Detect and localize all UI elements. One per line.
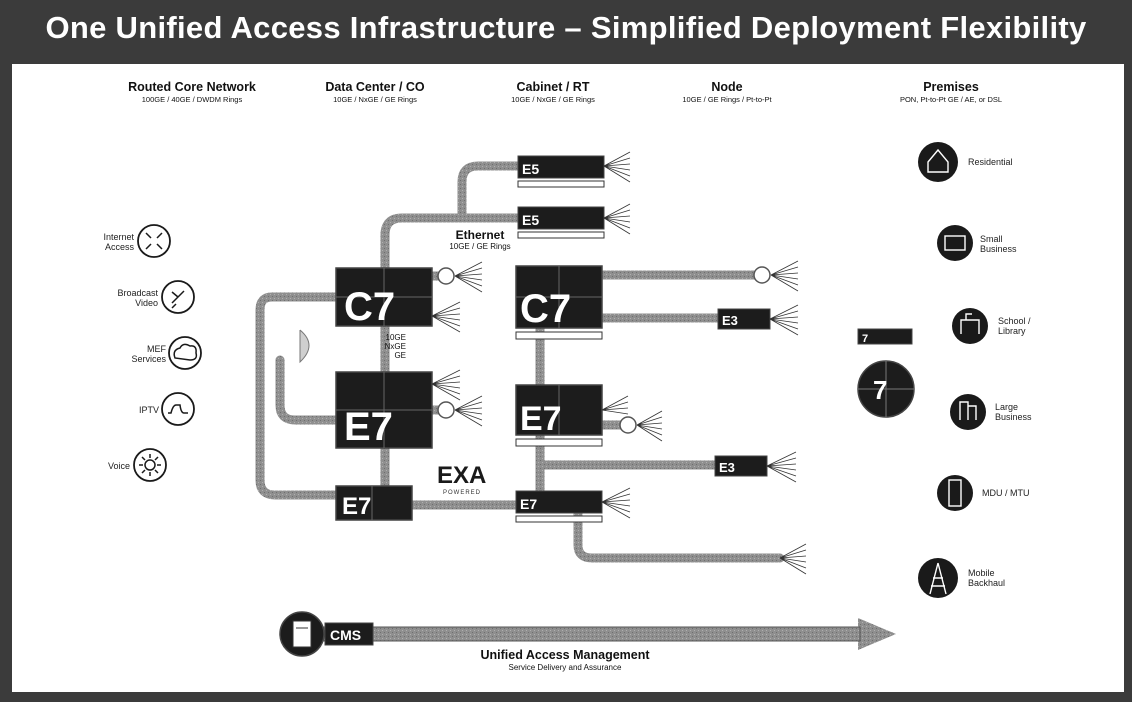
e7-small-datacenter-label: E7 xyxy=(342,493,371,520)
premises-icons xyxy=(918,142,988,598)
c7-cabinet-device xyxy=(515,265,603,340)
school-icon xyxy=(952,308,988,344)
column-heading-node: Node 10GE / GE Rings / Pt-to-Pt xyxy=(652,80,802,104)
exa-logo: EXA POWERED xyxy=(437,462,486,496)
column-heading-datacenter: Data Center / CO 10GE / NxGE / GE Rings xyxy=(300,80,450,104)
management-title: Unified Access Management xyxy=(480,648,650,662)
svg-text:POWERED: POWERED xyxy=(443,490,481,496)
column-subtitle: 10GE / GE Rings / Pt-to-Pt xyxy=(682,95,772,104)
management-arrow xyxy=(299,618,896,650)
premises-label-small-business: Small Business xyxy=(980,234,1017,254)
svg-text:EXA: EXA xyxy=(437,462,486,489)
e7-cabinet-device xyxy=(515,384,603,447)
service-label-mef: MEF Services xyxy=(131,344,166,364)
ethernet-title: Ethernet xyxy=(455,228,505,242)
ethernet-subtitle: 10GE / GE Rings xyxy=(449,242,511,251)
link-to-e5-upper xyxy=(457,161,525,223)
link-speed-label: 10GE NxGE GE xyxy=(346,333,406,360)
column-subtitle: 100GE / 40GE / DWDM Rings xyxy=(141,95,243,104)
column-heading-premises: Premises PON, Pt-to-Pt GE / AE, or DSL xyxy=(866,80,1036,104)
service-label-iptv: IPTV xyxy=(138,405,159,415)
e7-cabinet-label: E7 xyxy=(520,400,562,438)
column-title: Cabinet / RT xyxy=(516,80,590,94)
premises-box-label: 7 xyxy=(862,333,868,345)
voice-icon xyxy=(133,448,167,482)
fiber-fans xyxy=(431,151,807,575)
premises-round-label: 7 xyxy=(873,375,887,405)
e5-upper-label: E5 xyxy=(522,161,539,177)
cms-server-device xyxy=(279,611,374,657)
router-ring-icon xyxy=(299,329,310,364)
link-speed-line: 10GE xyxy=(385,333,406,342)
premises-label-large-business: Large Business xyxy=(995,402,1032,422)
premises-box-device xyxy=(857,328,913,345)
column-heading-core: Routed Core Network 100GE / 40GE / DWDM … xyxy=(92,80,292,104)
link-core-to-e7 xyxy=(275,355,343,425)
ethernet-label: Ethernet 10GE / GE Rings xyxy=(420,228,540,251)
c7-cabinet-label: C7 xyxy=(520,287,571,331)
column-subtitle: 10GE / NxGE / GE Rings xyxy=(333,95,417,104)
column-title: Routed Core Network xyxy=(128,80,256,94)
e5-device-upper xyxy=(517,155,605,188)
e3-upper-label: E3 xyxy=(722,313,738,328)
premises-label-school: School / Library xyxy=(998,316,1031,336)
mef-services-icon xyxy=(168,336,202,370)
column-heading-cabinet: Cabinet / RT 10GE / NxGE / GE Rings xyxy=(478,80,628,104)
c7-datacenter-device xyxy=(335,267,433,327)
column-subtitle: PON, Pt-to-Pt GE / AE, or DSL xyxy=(899,95,1003,104)
column-title: Premises xyxy=(923,80,979,94)
service-label-broadcast: Broadcast Video xyxy=(117,288,158,308)
e3-lower-label: E3 xyxy=(719,460,735,475)
device-labels: C7 E7 E7 E5 E5 C7 E7 E7 E3 E3 7 7 CMS xyxy=(330,161,887,643)
small-business-icon xyxy=(937,225,973,261)
premises-round-device xyxy=(857,360,915,418)
premises-label-residential: Residential xyxy=(968,157,1013,167)
e7-datacenter-device xyxy=(335,371,433,449)
premises-label-mdu: MDU / MTU xyxy=(982,488,1030,498)
c7-datacenter-label: C7 xyxy=(344,285,395,329)
e5-device-lower xyxy=(517,206,605,239)
column-title: Node xyxy=(711,80,743,94)
link-core-loop xyxy=(255,292,343,500)
cms-label: CMS xyxy=(330,627,361,643)
pon-splitters xyxy=(437,266,771,434)
diagram-title: One Unified Access Infrastructure – Simp… xyxy=(45,10,1087,45)
iptv-icon xyxy=(161,392,195,426)
residential-icon xyxy=(918,142,958,182)
service-label-voice: Voice xyxy=(107,461,130,471)
management-label: Unified Access Management Service Delive… xyxy=(440,648,690,672)
service-label-internet: Internet Access xyxy=(103,232,134,252)
e7-datacenter-label: E7 xyxy=(344,405,393,449)
link-speed-line: GE xyxy=(394,351,406,360)
link-e7-small-to-node xyxy=(573,500,785,563)
internet-access-icon xyxy=(137,224,171,258)
link-speed-line: NxGE xyxy=(384,342,406,351)
e7-small-cabinet-label: E7 xyxy=(520,496,537,512)
management-subtitle: Service Delivery and Assurance xyxy=(508,663,622,672)
link-c7-to-e5-top xyxy=(380,213,525,275)
column-title: Data Center / CO xyxy=(325,80,425,94)
e5-lower-label: E5 xyxy=(522,212,539,228)
mdu-icon xyxy=(937,475,973,511)
column-subtitle: 10GE / NxGE / GE Rings xyxy=(511,95,595,104)
e7-small-datacenter-device xyxy=(335,485,413,521)
premises-label-mobile-backhaul: Mobile Backhaul xyxy=(968,568,1006,588)
